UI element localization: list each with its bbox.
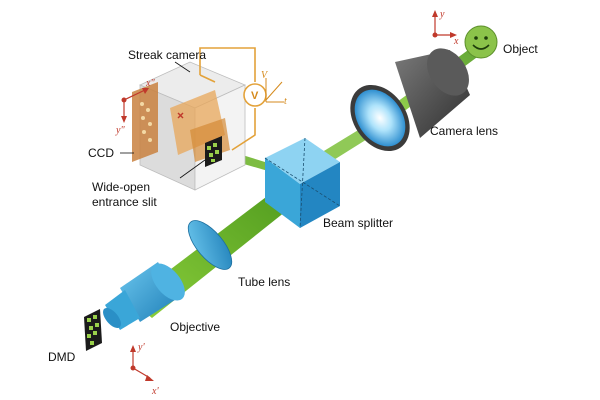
object-smiley xyxy=(464,25,498,59)
ccd-axis-x: x" xyxy=(145,78,155,89)
label-ccd: CCD xyxy=(88,146,114,160)
dmd xyxy=(84,309,102,351)
label-object: Object xyxy=(503,42,538,56)
label-dmd: DMD xyxy=(48,350,76,364)
tube-lens xyxy=(187,220,233,270)
label-tube-lens: Tube lens xyxy=(238,275,290,289)
label-camera-lens: Camera lens xyxy=(430,124,498,138)
voltmeter-label: V xyxy=(251,90,259,102)
voltage-axis-v: V xyxy=(261,70,269,81)
ccd-axes: x" y" xyxy=(115,78,155,136)
dmd-axes: y' x' xyxy=(130,342,159,397)
camera-lens xyxy=(350,48,470,152)
object-axes: y x xyxy=(432,9,459,47)
label-streak-camera: Streak camera xyxy=(128,48,206,62)
object-axis-x: x xyxy=(453,36,459,47)
leader-lines xyxy=(120,61,206,179)
objective xyxy=(103,262,185,330)
streak-camera xyxy=(132,61,246,191)
sweep-circuit: V V t xyxy=(199,47,287,151)
label-slit-line1: Wide-open xyxy=(92,180,150,194)
label-beam-splitter: Beam splitter xyxy=(323,216,393,230)
ccd-axis-y: y" xyxy=(115,125,125,136)
dmd-axis-y: y' xyxy=(137,342,145,353)
beam-splitter-cube xyxy=(264,137,341,229)
label-slit-line2: entrance slit xyxy=(92,195,157,209)
dmd-axis-x: x' xyxy=(151,386,159,397)
label-objective: Objective xyxy=(170,320,220,334)
voltage-axis-t: t xyxy=(284,96,287,107)
object-axis-y: y xyxy=(439,9,445,20)
